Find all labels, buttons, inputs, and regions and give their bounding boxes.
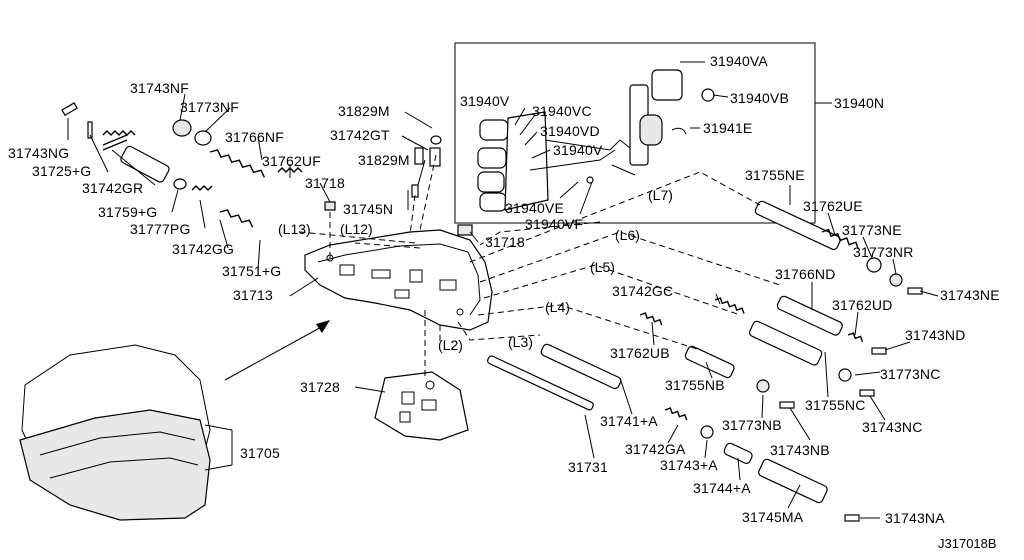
upper-valve-body [304,229,493,331]
label-31762ue: 31762UE [803,198,863,214]
label-31755ne: 31755NE [745,167,805,183]
diagram-reference-id: J317018B [938,536,997,551]
route-l2: (L2) [438,337,463,353]
leader-lines [67,93,939,519]
route-l4: (L4) [545,299,570,315]
label-31751g: 31751+G [222,263,281,279]
route-l12: (L12) [340,221,373,237]
label-31755nb: 31755NB [665,377,725,393]
label-31940vd: 31940VD [540,123,600,139]
label-31718-a: 31718 [305,175,345,191]
label-31743ng: 31743NG [8,145,69,161]
route-l3: (L3) [508,334,533,350]
label-31941e: 31941E [703,120,752,136]
label-31829m-a: 31829M [338,103,390,119]
label-31773nb: 31773NB [722,417,782,433]
label-31773nc: 31773NC [880,366,941,382]
label-31725g: 31725+G [32,163,91,179]
label-31742gc: 31742GC [612,283,673,299]
route-l7: (L7) [648,187,673,203]
label-31777pg: 31777PG [130,221,191,237]
label-31742gg: 31742GG [172,241,234,257]
solenoid-inset [454,42,832,224]
label-31745n: 31745N [343,201,393,217]
label-31743na: 31743NA [885,510,945,526]
label-31940v-top: 31940V [460,93,510,109]
label-31940vb: 31940VB [730,90,789,106]
label-31766nf: 31766NF [225,129,284,145]
label-31940ve: 31940VE [505,200,564,216]
label-31762uf: 31762UF [262,153,321,169]
inset-text: 31940VA 31940VB 31940V 31940VC 31940VD 3… [460,53,884,232]
label-31742gr: 31742GR [82,180,143,196]
label-31762ud: 31762UD [832,297,893,313]
route-l5: (L5) [590,259,615,275]
label-31743a: 31743+A [660,457,718,473]
label-31743ne: 31743NE [940,287,1000,303]
route-text: (L13) (L12) (L7) (L6) (L5) (L4) (L2) (L3… [278,187,673,353]
label-31744a: 31744+A [693,480,751,496]
label-31743nf: 31743NF [130,80,189,96]
label-31743nd: 31743ND [905,327,966,343]
label-31940vf: 31940VF [525,216,583,232]
left-parts [61,102,473,236]
label-31745ma: 31745MA [742,509,804,525]
assembled-valve-body [19,344,211,521]
label-31731: 31731 [568,459,608,475]
label-31762ub: 31762UB [610,345,670,361]
inset-frame [454,42,816,224]
label-31773nr: 31773NR [853,244,914,260]
label-31742ga: 31742GA [625,441,686,457]
label-31829m-b: 31829M [358,152,410,168]
label-31718-b: 31718 [485,234,525,250]
label-31940vc: 31940VC [532,103,592,119]
right-parts [487,200,923,522]
route-l13: (L13) [278,221,311,237]
part-text: 31743NF 31773NF 31766NF 31743NG 31725+G … [8,80,1000,526]
label-31940n: 31940N [834,95,884,111]
label-31742gt: 31742GT [330,127,390,143]
label-31940va: 31940VA [710,53,768,69]
label-31773ne: 31773NE [842,222,902,238]
label-31743nb: 31743NB [770,442,830,458]
label-31766nd: 31766ND [775,266,836,282]
separator-plate [374,371,469,441]
label-31728: 31728 [300,379,340,395]
label-31743nc: 31743NC [862,419,923,435]
label-31759g: 31759+G [98,204,157,220]
label-31755nc: 31755NC [805,397,866,413]
label-31940v-mid: 31940V [553,142,603,158]
route-l6: (L6) [615,227,640,243]
label-31741a: 31741+A [600,413,658,429]
label-31773nf: 31773NF [180,99,239,115]
label-31705: 31705 [240,445,280,461]
solenoid-body [477,69,715,212]
label-31713: 31713 [233,287,273,303]
